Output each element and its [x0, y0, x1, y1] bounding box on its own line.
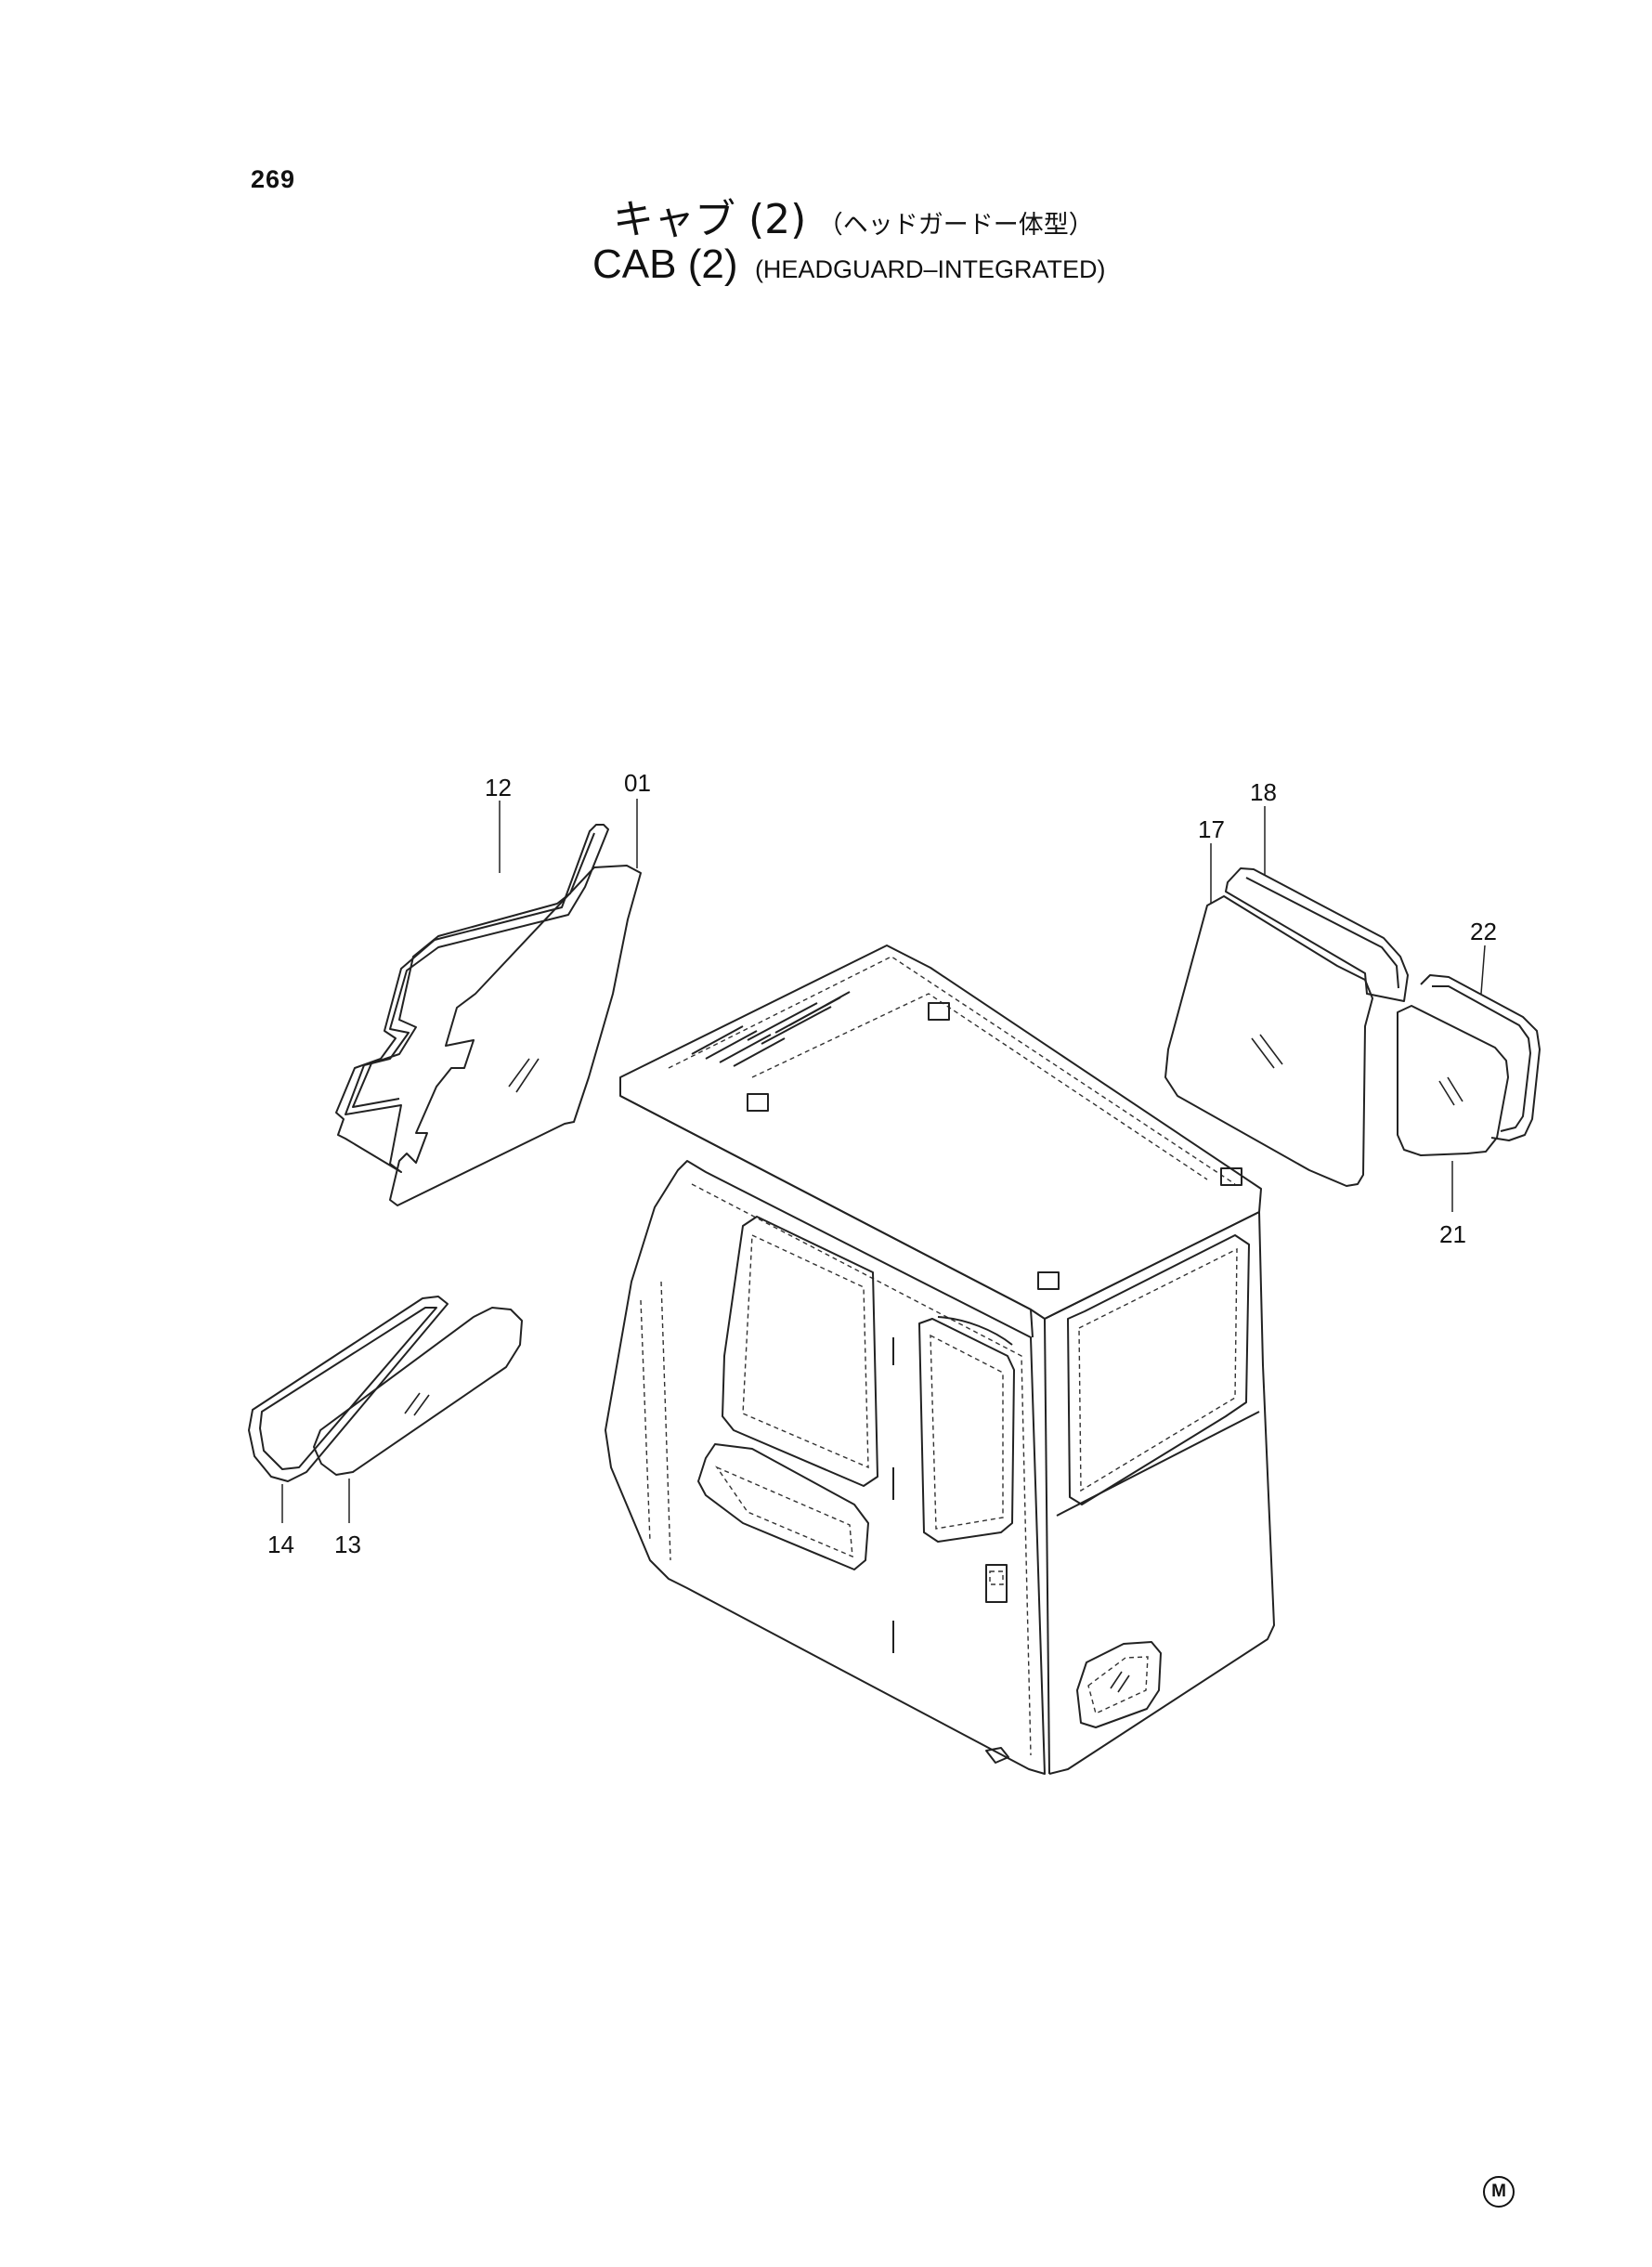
part-18-seal [1225, 867, 1409, 1002]
title-en-main: CAB (2) [592, 241, 738, 287]
leader-lines [281, 799, 1486, 1523]
part-14-seal [248, 1296, 449, 1482]
corner-mark: M [1483, 2176, 1515, 2208]
title-japanese: キャブ (2) （ヘッドガードー体型） [613, 186, 1094, 245]
title-jp-main: キャブ (2) [613, 196, 807, 243]
part-22-seal [1420, 974, 1541, 1141]
cab-body [605, 945, 1275, 1775]
part-17-glass [1164, 895, 1373, 1187]
callout-17: 17 [1198, 815, 1225, 843]
title-en-sub: (HEADGUARD–INTEGRATED) [754, 255, 1106, 283]
roof-vents [691, 991, 851, 1067]
part-01-glass [389, 865, 642, 1206]
callout-01: 01 [624, 769, 651, 797]
title-english: CAB (2) (HEADGUARD–INTEGRATED) [592, 241, 1105, 288]
part-12-seal [335, 824, 609, 1173]
page-number: 269 [251, 165, 296, 193]
callout-21: 21 [1439, 1220, 1466, 1248]
title-jp-sub: （ヘッドガードー体型） [817, 211, 1094, 240]
callout-12: 12 [485, 774, 512, 801]
callout-18: 18 [1250, 778, 1277, 806]
callout-14: 14 [267, 1531, 294, 1558]
callout-22: 22 [1470, 918, 1497, 945]
callout-13: 13 [334, 1531, 361, 1558]
part-21-glass [1397, 1005, 1509, 1156]
part-13-glass [313, 1307, 523, 1476]
